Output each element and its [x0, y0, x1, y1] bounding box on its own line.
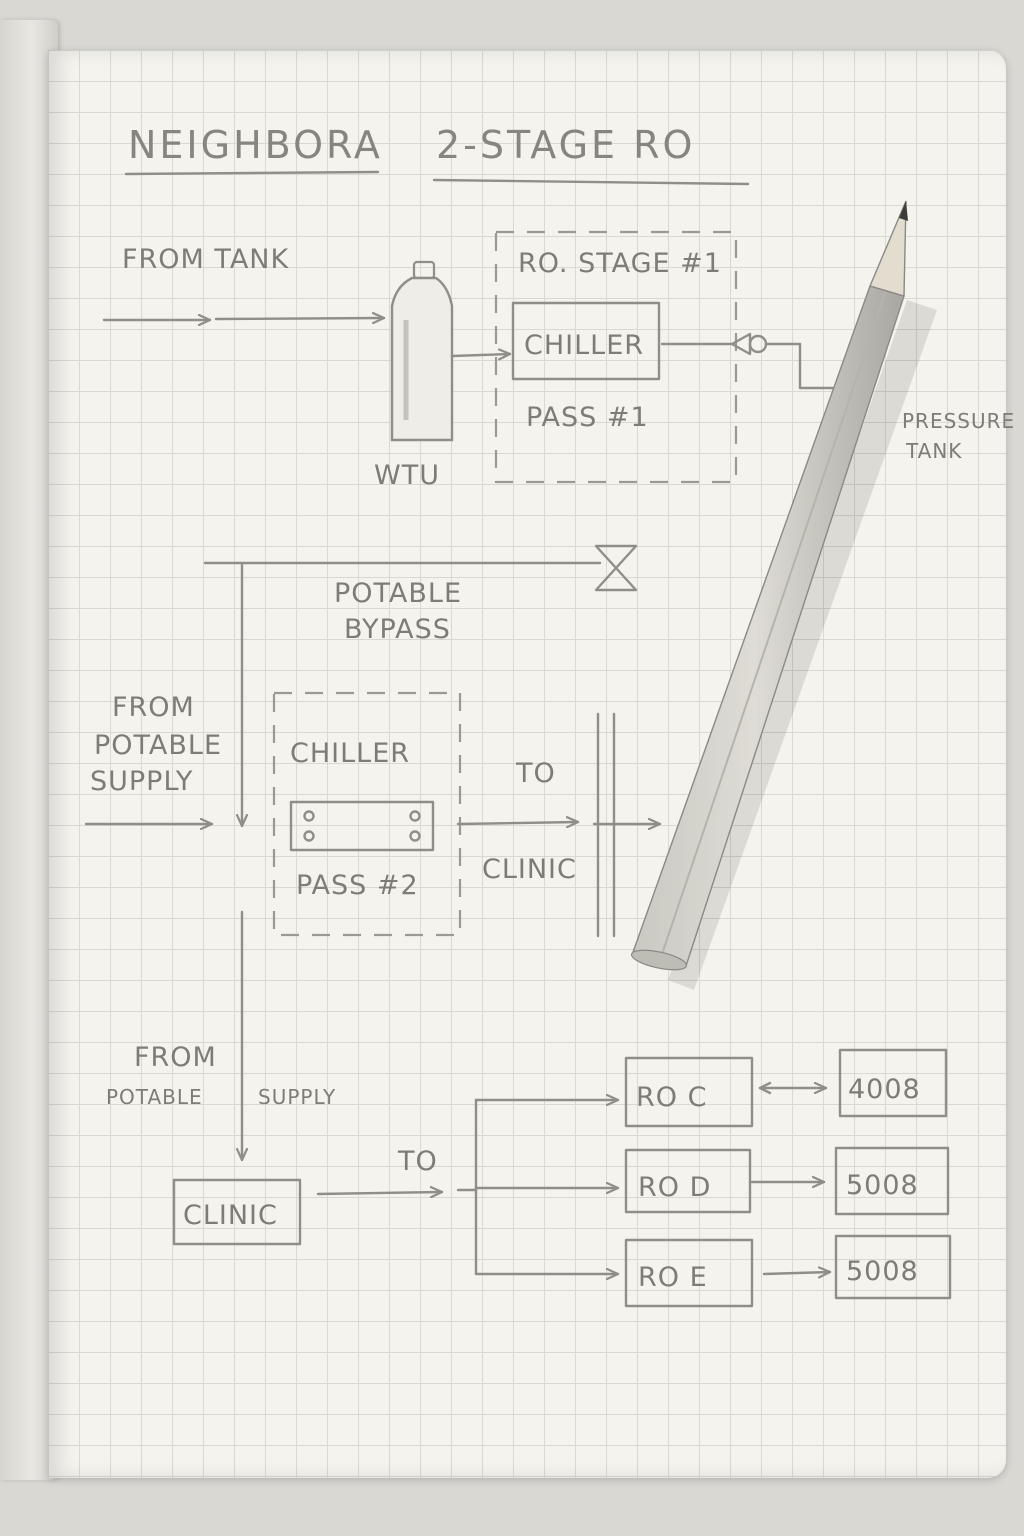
- stage2-from-line2: POTABLE: [94, 730, 222, 761]
- stage2-to-label: TO: [515, 758, 556, 789]
- clinic-box-label: CLINIC: [183, 1200, 278, 1231]
- pass-1-label: PASS #1: [526, 402, 649, 433]
- valve-handle-icon: [750, 336, 766, 352]
- ro-c-value: 4008: [848, 1074, 921, 1105]
- from-tank-label: FROM TANK: [122, 244, 289, 275]
- flow-arrow-pass2-out: [458, 822, 578, 824]
- ro-e-value: 5008: [846, 1256, 919, 1287]
- title-underline-1: [126, 172, 378, 174]
- ro-stage-1-label: RO. STAGE #1: [518, 248, 722, 279]
- stage2-from-line1: FROM: [112, 692, 195, 723]
- dist-from-line2: POTABLE: [106, 1085, 203, 1109]
- flow-arrow-wtu-to-chiller: [452, 354, 510, 356]
- pressure-tank-label-line2: TANK: [905, 439, 962, 463]
- wtu-label: WTU: [374, 460, 440, 491]
- dist-from-line1: FROM: [134, 1042, 217, 1073]
- bypass-label-line2: BYPASS: [344, 614, 451, 645]
- pressure-tank-label-line1: PRESSURE: [902, 409, 1015, 433]
- title-part-1: NEIGHBORA: [128, 123, 383, 167]
- pressure-tank-pipe: [766, 344, 840, 388]
- chiller-2-unit-icon: [291, 802, 433, 850]
- wtu-cylinder-icon: [392, 262, 452, 440]
- stage2-from-line3: SUPPLY: [90, 766, 193, 797]
- check-valve-icon: [732, 334, 750, 354]
- ro-e-label: RO E: [638, 1262, 708, 1293]
- flow-arrow-from-tank-2: [216, 318, 384, 319]
- dist-from-supply: SUPPLY: [258, 1085, 336, 1109]
- pass-2-label: PASS #2: [296, 870, 419, 901]
- stage2-clinic-label: CLINIC: [482, 854, 577, 885]
- gate-valve-icon: [596, 546, 636, 590]
- dist-to-label: TO: [397, 1146, 438, 1177]
- bypass-label-line1: POTABLE: [334, 578, 462, 609]
- ro-d-label: RO D: [638, 1172, 711, 1203]
- title-underline-2: [434, 180, 748, 184]
- chiller-2-label: CHILLER: [290, 738, 410, 769]
- flow-arrow-clinic-out: [318, 1192, 442, 1194]
- flow-arrow-ro-e-out: [764, 1272, 830, 1274]
- ro-d-value: 5008: [846, 1170, 919, 1201]
- ro-c-label: RO C: [636, 1082, 707, 1113]
- title-part-2: 2-STAGE RO: [436, 123, 695, 167]
- pencil-icon: [630, 201, 937, 990]
- chiller-1-label: CHILLER: [524, 330, 644, 361]
